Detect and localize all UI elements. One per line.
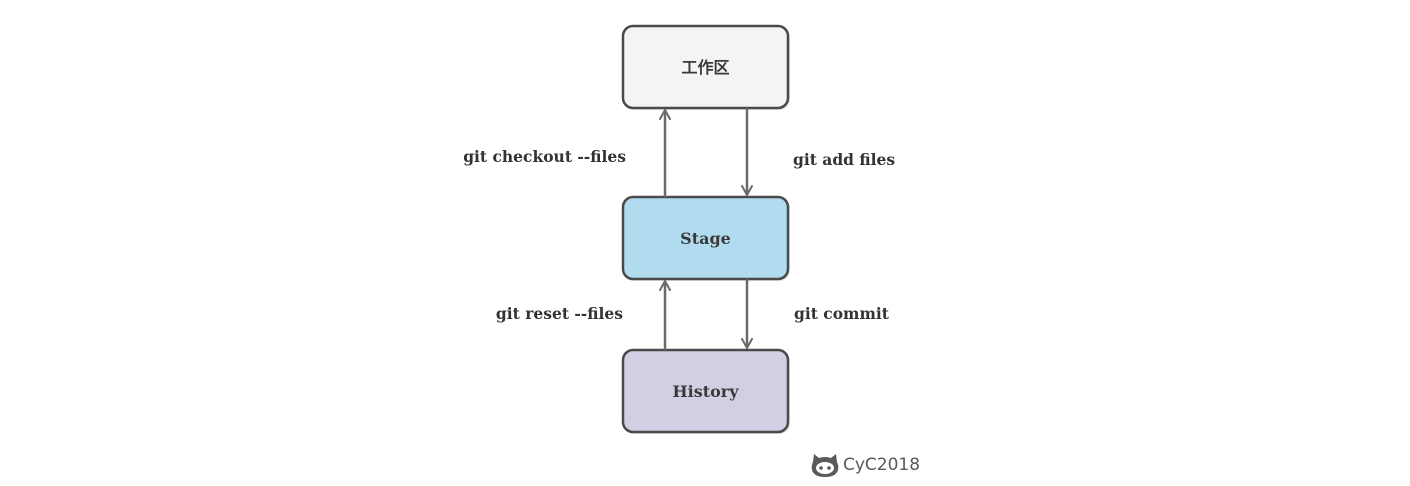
history-label: History: [673, 382, 740, 401]
watermark: CyC2018: [811, 454, 920, 477]
stage-label: Stage: [680, 229, 731, 248]
edge-label-reset: git reset --files: [496, 304, 623, 323]
watermark-text: CyC2018: [843, 455, 920, 475]
stage-box: [621, 195, 790, 281]
node-workspace: 工作区: [621, 24, 790, 110]
workspace-label: 工作区: [681, 58, 729, 77]
edge-label-checkout: git checkout --files: [463, 147, 626, 166]
github-octocat-icon: [811, 454, 839, 477]
edge-label-add: git add files: [793, 150, 895, 169]
node-history: History: [621, 348, 790, 434]
history-box: [621, 348, 790, 434]
edge-label-commit: git commit: [794, 304, 890, 323]
node-stage: Stage: [621, 195, 790, 281]
workspace-box: [621, 24, 790, 110]
